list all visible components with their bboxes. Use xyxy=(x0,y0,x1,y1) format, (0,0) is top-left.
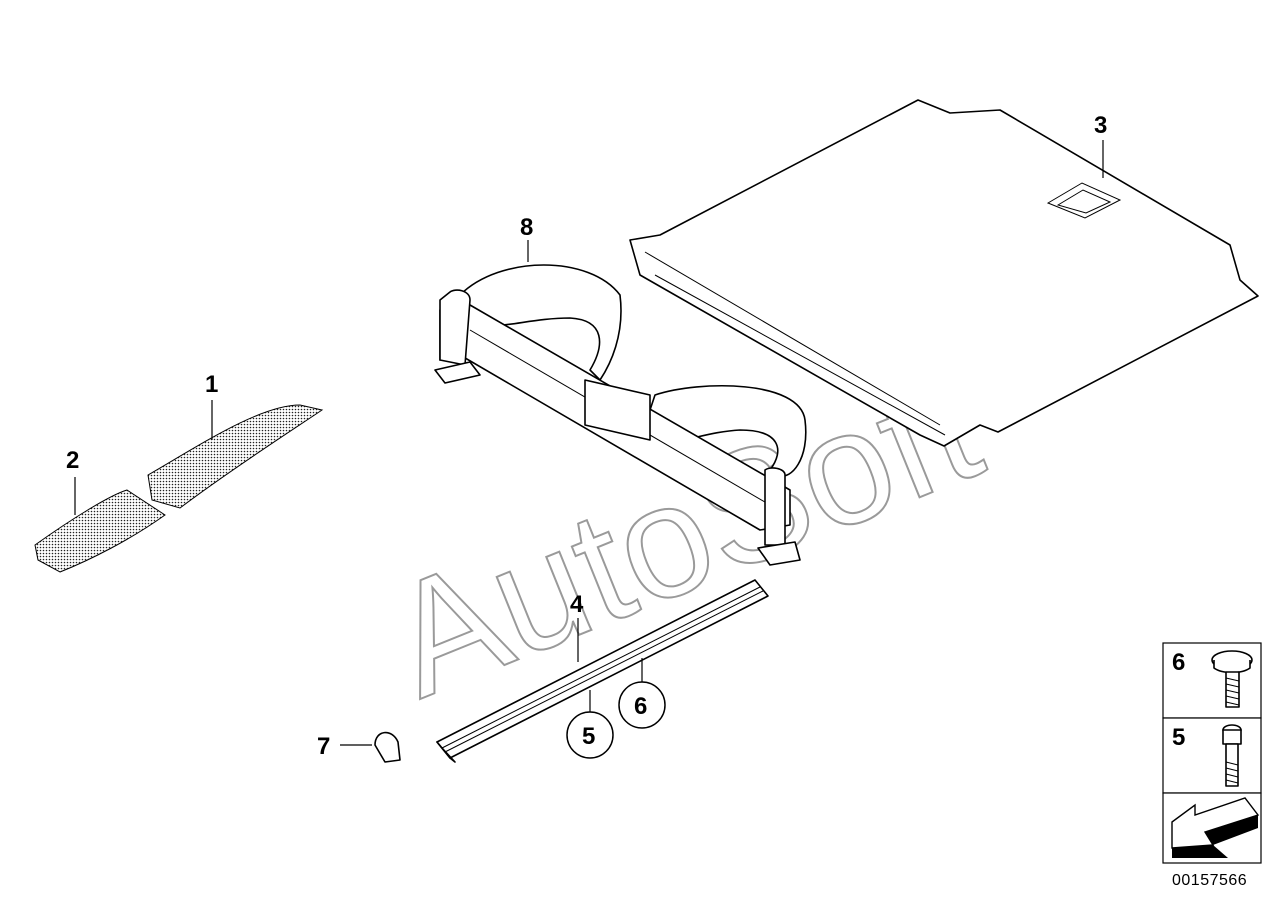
callout-1: 1 xyxy=(205,371,218,398)
part-7-clip xyxy=(374,731,401,763)
callout-8: 8 xyxy=(520,214,533,241)
part-3-floor-panel xyxy=(629,99,1259,447)
callout-3: 3 xyxy=(1094,112,1107,139)
part-2-trim xyxy=(34,489,166,573)
side-panel-label-6: 6 xyxy=(1172,649,1185,676)
part-8-bracket xyxy=(434,264,807,566)
callout-6-circle xyxy=(618,681,666,729)
leader-lines xyxy=(74,140,1104,746)
reference-number: 00157566 xyxy=(1172,872,1247,889)
bolt-icon xyxy=(1222,724,1242,787)
screw-icon xyxy=(1211,650,1253,708)
callout-5-circle xyxy=(566,711,614,759)
part-4-rail xyxy=(436,579,769,763)
callout-2: 2 xyxy=(66,447,79,474)
callout-5: 5 xyxy=(582,723,595,750)
callout-6: 6 xyxy=(634,693,647,720)
callout-4: 4 xyxy=(570,591,584,618)
callout-7: 7 xyxy=(317,733,330,760)
side-panel: 6 5 xyxy=(1162,642,1262,864)
direction-arrow-icon xyxy=(1171,797,1260,858)
part-1-trim xyxy=(147,404,324,509)
side-panel-label-5: 5 xyxy=(1172,724,1185,751)
